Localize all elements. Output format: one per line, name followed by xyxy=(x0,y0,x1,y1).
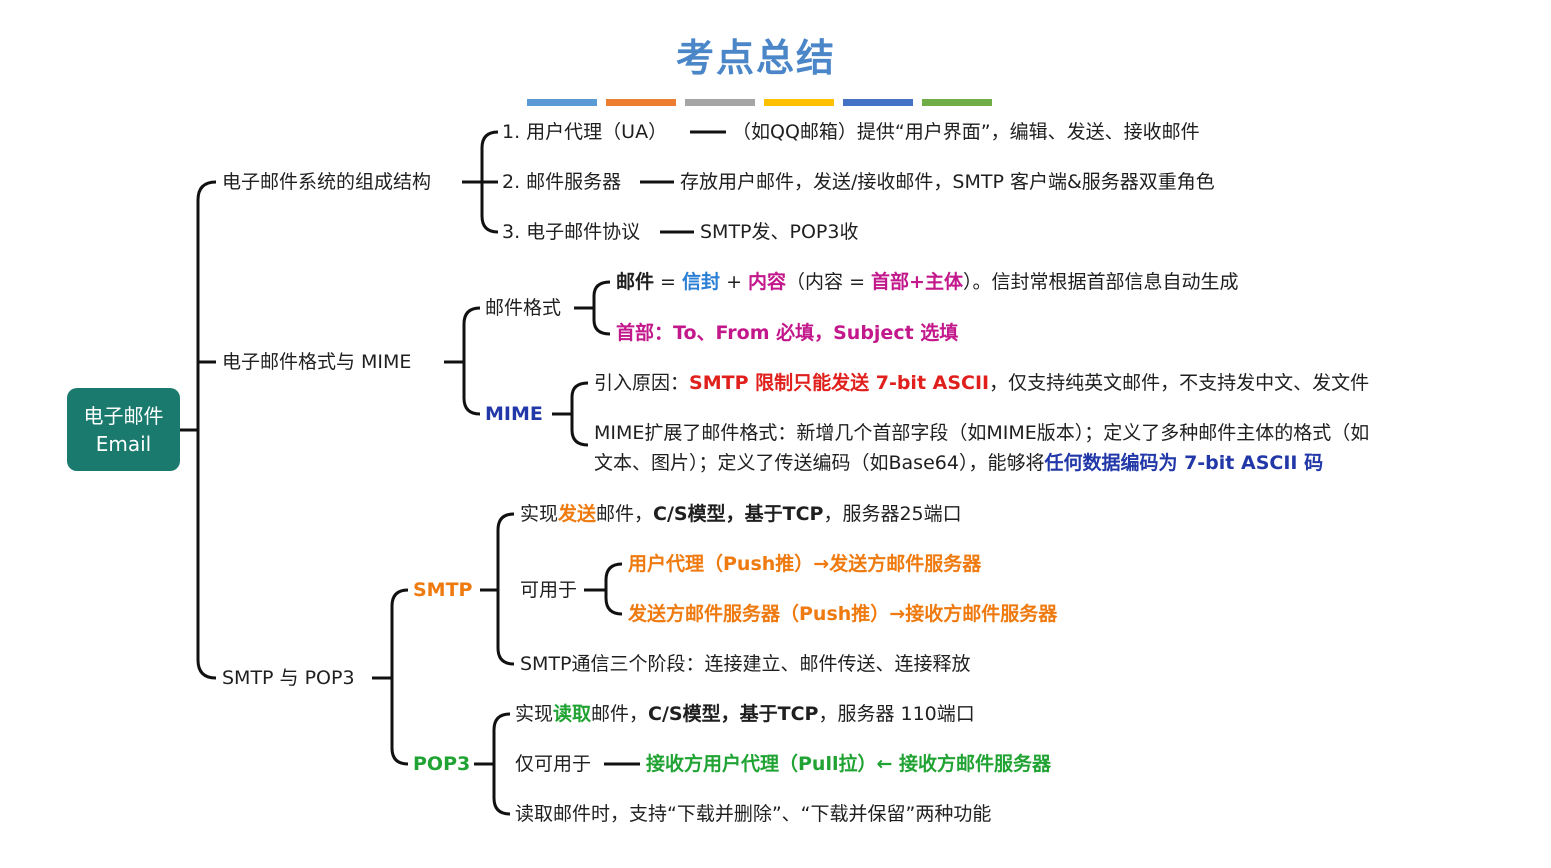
text-smtp-limit: SMTP 限制只能发送 7-bit ASCII xyxy=(689,372,990,394)
node-user-agent-desc: （如QQ邮箱）提供“用户界面”，编辑、发送、接收邮件 xyxy=(732,121,1200,143)
node-user-agent: 1. 用户代理（UA） xyxy=(502,121,668,143)
node-mail-header: 首部：To、From 必填，Subject 选填 xyxy=(616,320,958,346)
text-mail: 邮件 xyxy=(616,271,655,293)
text-extension-cont: 文本、图片）；定义了传送编码（如Base64），能够将 xyxy=(594,452,1045,474)
text-port-25: ，服务器25端口 xyxy=(823,503,962,525)
node-mime-extension-cont: 文本、图片）；定义了传送编码（如Base64），能够将任何数据编码为 7-bit… xyxy=(594,450,1323,476)
branch-composition: 电子邮件系统的组成结构 xyxy=(222,171,432,193)
node-mime-extension: MIME扩展了邮件格式：新增几个首部字段（如MIME版本）；定义了多种邮件主体的… xyxy=(594,422,1370,444)
node-smtp-usage-2: 发送方邮件服务器（Push推）→接收方邮件服务器 xyxy=(628,603,1058,625)
text-content: 内容 xyxy=(748,271,787,293)
branch-format-mime: 电子邮件格式与 MIME xyxy=(222,351,412,373)
text-read: 读取 xyxy=(553,703,592,725)
node-mime-reason: 引入原因：SMTP 限制只能发送 7-bit ASCII，仅支持纯英文邮件，不支… xyxy=(594,370,1369,396)
color-bar-segment xyxy=(764,99,834,106)
color-bar-segment xyxy=(843,99,913,106)
node-pop3-usage-desc: 接收方用户代理（Pull拉）← 接收方邮件服务器 xyxy=(646,753,1052,775)
node-mail-protocol-desc: SMTP发、POP3收 xyxy=(700,221,859,243)
node-pop3-usage: 仅可用于 xyxy=(515,753,592,775)
node-smtp-send: 实现发送邮件，C/S模型，基于TCP，服务器25端口 xyxy=(520,501,962,527)
text-header-fields: To、From 必填，Subject 选填 xyxy=(673,322,959,344)
text-content-rest: ）。信封常根据首部信息自动生成 xyxy=(962,271,1239,293)
root-node-subtitle: Email xyxy=(95,431,152,456)
text-port-110: ，服务器 110端口 xyxy=(818,703,975,725)
text-header-label: 首部： xyxy=(616,322,674,344)
text-mail-comma: 邮件， xyxy=(591,703,649,725)
text-envelope: 信封 xyxy=(682,271,721,293)
text-implement: 实现 xyxy=(520,503,559,525)
root-node-title: 电子邮件 xyxy=(83,403,164,428)
color-bar-segment xyxy=(922,99,992,106)
text-header-body: 首部+主体 xyxy=(871,271,963,293)
node-mail-server-desc: 存放用户邮件，发送/接收邮件，SMTP 客户端&服务器双重角色 xyxy=(680,171,1215,193)
node-mime: MIME xyxy=(485,403,543,425)
text-mail-comma: 邮件， xyxy=(596,503,654,525)
text-cs-tcp: C/S模型，基于TCP xyxy=(648,703,819,725)
text-cs-tcp: C/S模型，基于TCP xyxy=(653,503,824,525)
text-content-open: （内容 = xyxy=(786,271,872,293)
text-reason-rest: ，仅支持纯英文邮件，不支持发中文、发文件 xyxy=(989,372,1370,394)
text-reason-label: 引入原因： xyxy=(594,372,690,394)
text-send: 发送 xyxy=(558,503,597,525)
node-pop3: POP3 xyxy=(413,753,471,775)
node-smtp-usage: 可用于 xyxy=(520,579,578,601)
page-title: 考点总结 xyxy=(676,36,837,80)
text-plus: + xyxy=(720,271,749,293)
text-encode-any: 任何数据编码为 7-bit ASCII 码 xyxy=(1044,452,1324,474)
branch-smtp-pop3: SMTP 与 POP3 xyxy=(222,667,355,689)
node-mail-protocol: 3. 电子邮件协议 xyxy=(502,221,641,243)
text-equals: = xyxy=(654,271,683,293)
node-pop3-functions: 读取邮件时，支持“下载并删除”、“下载并保留”两种功能 xyxy=(515,803,992,825)
color-bar-segment xyxy=(527,99,597,106)
node-smtp-usage-1: 用户代理（Push推）→发送方邮件服务器 xyxy=(628,553,982,575)
text-implement: 实现 xyxy=(515,703,554,725)
root-node: 电子邮件 Email xyxy=(67,388,180,471)
node-mail-format: 邮件格式 xyxy=(485,297,562,319)
node-pop3-read: 实现读取邮件，C/S模型，基于TCP，服务器 110端口 xyxy=(515,701,975,727)
color-bar-segment xyxy=(606,99,676,106)
node-smtp: SMTP xyxy=(413,579,473,601)
node-mail-server: 2. 邮件服务器 xyxy=(502,171,622,193)
color-bar-segment xyxy=(685,99,755,106)
node-mail-format-definition: 邮件 = 信封 + 内容（内容 = 首部+主体）。信封常根据首部信息自动生成 xyxy=(616,269,1238,295)
node-smtp-phases: SMTP通信三个阶段：连接建立、邮件传送、连接释放 xyxy=(520,653,971,675)
